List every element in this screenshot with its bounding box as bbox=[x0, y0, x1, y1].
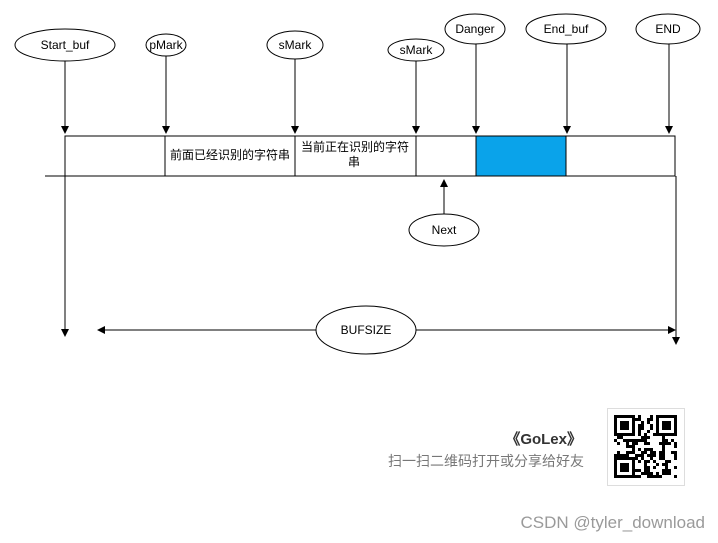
end-label: END bbox=[635, 13, 701, 45]
recognized-string-text: 前面已经识别的字符串 bbox=[170, 147, 290, 162]
promo-subtitle: 扫一扫二维码打开或分享给好友 bbox=[388, 453, 584, 469]
qr-code-icon[interactable] bbox=[607, 408, 685, 486]
svg-text:sMark: sMark bbox=[279, 38, 313, 52]
svg-text:BUFSIZE: BUFSIZE bbox=[341, 323, 392, 337]
svg-text:End_buf: End_buf bbox=[544, 22, 589, 36]
next-label: Next bbox=[408, 213, 480, 247]
smark-label-1: sMark bbox=[266, 30, 324, 60]
svg-text:sMark: sMark bbox=[400, 43, 434, 57]
svg-text:Danger: Danger bbox=[455, 22, 494, 36]
svg-text:pMark: pMark bbox=[149, 38, 183, 52]
danger-zone bbox=[475, 135, 567, 177]
recognizing-string-text-1: 当前正在识别的字符 bbox=[301, 139, 409, 154]
svg-text:Start_buf: Start_buf bbox=[41, 38, 90, 52]
buffer-row bbox=[64, 135, 676, 177]
recognizing-string-text-2: 串 bbox=[348, 155, 360, 169]
csdn-watermark: CSDN @tyler_download bbox=[520, 513, 705, 532]
start-buf-label: Start_buf bbox=[14, 28, 116, 62]
danger-label: Danger bbox=[444, 13, 506, 45]
svg-text:Next: Next bbox=[432, 223, 457, 237]
smark-label-2: sMark bbox=[387, 38, 445, 62]
bufsize-label: BUFSIZE bbox=[315, 305, 417, 355]
promo-title: 《GoLex》 bbox=[505, 431, 582, 448]
end-buf-label: End_buf bbox=[525, 13, 607, 45]
svg-text:END: END bbox=[655, 22, 681, 36]
pmark-label: pMark bbox=[145, 33, 187, 57]
